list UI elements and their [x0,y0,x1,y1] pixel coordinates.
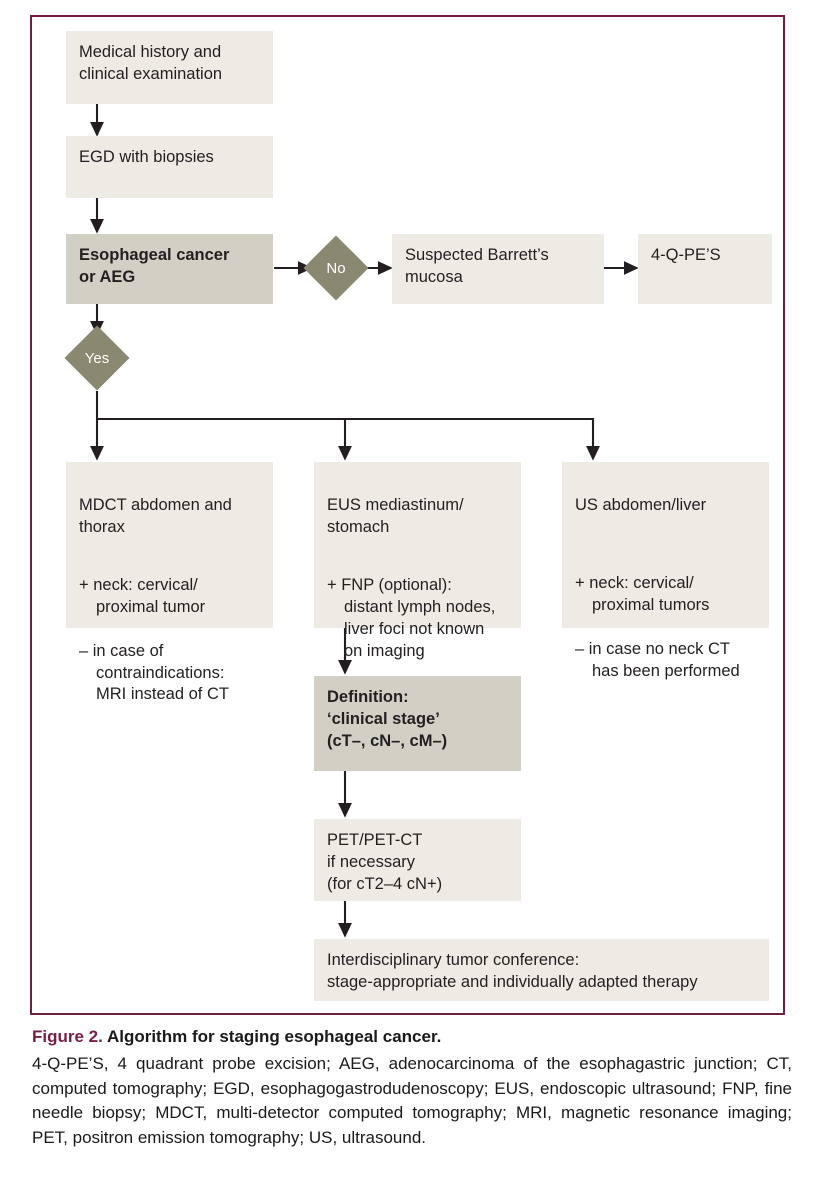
node-definition-clinical-stage: Definition: ‘clinical stage’ (cT–, cN–, … [314,676,521,771]
node-pet-pet-ct: PET/PET-CT if necessary (for cT2–4 cN+) [314,819,521,901]
mdct-title: MDCT abdomen and thorax [79,495,232,536]
caption-title-line: Figure 2. Algorithm for staging esophage… [32,1026,792,1049]
us-title: US abdomen/liver [575,495,707,514]
decision-yes-label: Yes [84,349,110,367]
node-4-q-pes: 4-Q-PE’S [638,234,772,304]
flowchart-diagram: Medical history and clinical examination… [64,31,772,1001]
figure-caption: Figure 2. Algorithm for staging esophage… [32,1026,792,1151]
node-esophageal-cancer-aeg: Esophageal cancer or AEG [66,234,273,304]
node-interdisciplinary-tumor-conference: Interdisciplinary tumor conference: stag… [314,939,769,1001]
mdct-note-neck: + neck: cervical/ proximal tumor [79,575,206,616]
decision-no-label: No [326,259,346,277]
mdct-note-contraindications: – in case of contraindications: MRI inst… [79,641,229,704]
us-note-neck: + neck: cervical/ proximal tumors [575,573,710,614]
node-suspected-barretts-mucosa: Suspected Barrett’s mucosa [392,234,604,304]
node-medical-history: Medical history and clinical examination [66,31,273,104]
node-eus-mediastinum-stomach: EUS mediastinum/ stomach + FNP (optional… [314,462,521,660]
figure-number-label: Figure 2. [32,1027,103,1046]
node-mdct-abdomen-thorax: MDCT abdomen and thorax + neck: cervical… [66,462,273,703]
node-us-abdomen-liver: US abdomen/liver + neck: cervical/ proxi… [562,462,769,680]
figure-title-text: Algorithm for staging esophageal cancer. [106,1027,442,1046]
node-egd-biopsies: EGD with biopsies [66,136,273,198]
eus-note-fnp: + FNP (optional): distant lymph nodes, l… [327,575,496,660]
us-note-no-neck-ct: – in case no neck CT has been performed [575,639,740,680]
caption-abbreviations: 4-Q-PE’S, 4 quadrant probe excision; AEG… [32,1053,792,1147]
eus-title: EUS mediastinum/ stomach [327,495,464,536]
